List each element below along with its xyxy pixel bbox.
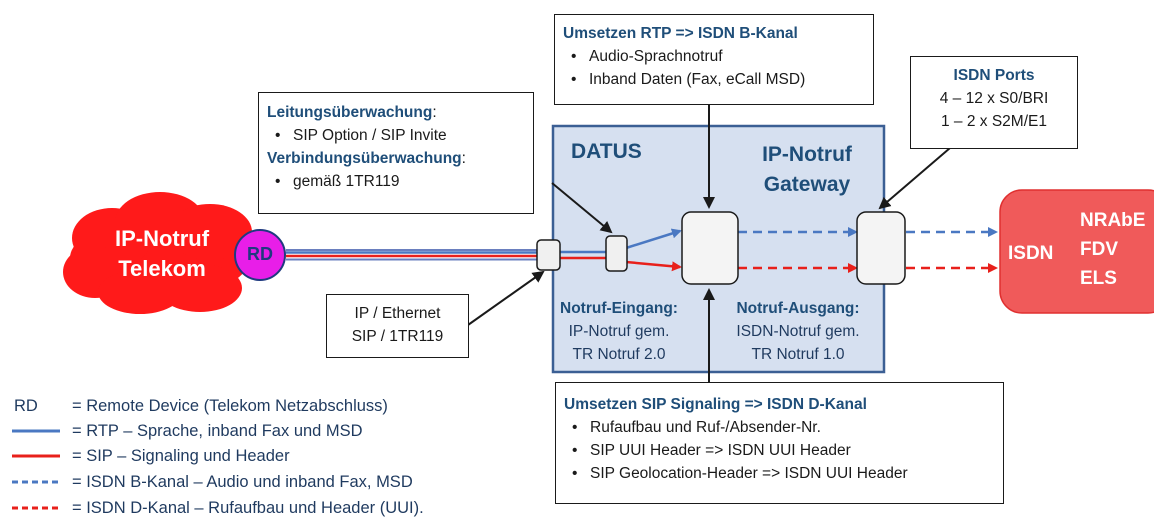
sip-arrow-to-converter [625, 260, 682, 272]
verbindung-title-colon: : [461, 150, 466, 167]
gateway-title-line1: IP-Notruf [762, 143, 852, 166]
legend-key-rd: RD [14, 397, 38, 415]
rtp-box-item: Inband Daten (Fax, eCall MSD) [563, 68, 865, 91]
destination-line3: ELS [1080, 268, 1117, 289]
gateway-title: IP-Notruf Gateway [742, 140, 872, 200]
callout-arrow-leitung [551, 182, 613, 234]
callout-ip-ethernet: IP / Ethernet SIP / 1TR119 [326, 294, 469, 358]
callout-umsetzen-sip: Umsetzen SIP Signaling => ISDN D-Kanal R… [555, 382, 1004, 504]
notruf-eingang-line2: TR Notruf 2.0 [572, 346, 666, 363]
callout-arrow-ethernet [467, 270, 545, 326]
legend-text-rd: = Remote Device (Telekom Netzabschluss) [72, 397, 388, 415]
leitung-title: Leitungsüberwachung [267, 104, 433, 121]
ethernet-node [536, 239, 561, 271]
rd-label: RD [247, 244, 273, 264]
telekom-cloud-label: IP-Notruf Telekom [92, 224, 232, 284]
sip-box-item: SIP Geolocation-Header => ISDN UUI Heade… [564, 462, 995, 485]
callout-leitungsueberwachung: Leitungsüberwachung: SIP Option / SIP In… [258, 92, 534, 214]
rd-circle [234, 229, 286, 281]
destination-line2: FDV [1080, 239, 1118, 260]
datus-title: DATUS [571, 140, 642, 163]
isdn-ports-line2: 1 – 2 x S2M/E1 [941, 113, 1047, 130]
isdn-ports-line1: 4 – 12 x S0/BRI [939, 90, 1049, 107]
rtp-box-title: Umsetzen RTP => ISDN B-Kanal [563, 25, 798, 42]
rtp-arrow-to-converter [625, 228, 682, 250]
telekom-cloud-line1: IP-Notruf [114, 226, 210, 251]
monitoring-node [605, 235, 628, 272]
telekom-cloud-line2: Telekom [118, 256, 206, 281]
legend-text-sip: = SIP – Signaling und Header [72, 447, 290, 465]
rtp-box-list: Audio-Sprachnotruf Inband Daten (Fax, eC… [563, 45, 865, 91]
notruf-ausgang-line2: TR Notruf 1.0 [751, 346, 845, 363]
callout-arrow-isdn-ports [878, 147, 951, 210]
verbindung-list: gemäß 1TR119 [267, 170, 525, 193]
destination-line1: NRAbE [1080, 210, 1146, 231]
notruf-ausgang-title: Notruf-Ausgang: [736, 300, 860, 317]
telekom-cloud [63, 192, 252, 314]
leitung-title-colon: : [432, 104, 437, 121]
verbindung-title: Verbindungsüberwachung [267, 150, 462, 167]
leitung-item: SIP Option / SIP Invite [267, 124, 525, 147]
isdn-port-node [856, 211, 906, 285]
sip-box-title: Umsetzen SIP Signaling => ISDN D-Kanal [564, 396, 867, 413]
callout-umsetzen-rtp: Umsetzen RTP => ISDN B-Kanal Audio-Sprac… [554, 14, 874, 105]
legend-text-isdn-b: = ISDN B-Kanal – Audio und inband Fax, M… [72, 473, 413, 491]
ip-ethernet-line1: IP / Ethernet [354, 305, 441, 322]
sip-box-item: SIP UUI Header => ISDN UUI Header [564, 439, 995, 462]
destination-isdn-label: ISDN [1008, 243, 1054, 264]
gateway-title-line2: Gateway [763, 173, 851, 196]
legend-text-rtp: = RTP – Sprache, inband Fax und MSD [72, 422, 363, 440]
legend-text-isdn-d: = ISDN D-Kanal – Rufaufbau und Header (U… [72, 499, 424, 517]
sip-box-item: Rufaufbau und Ruf-/Absender-Nr. [564, 416, 995, 439]
notruf-ausgang-line1: ISDN-Notruf gem. [736, 323, 860, 340]
callout-isdn-ports: ISDN Ports 4 – 12 x S0/BRI 1 – 2 x S2M/E… [910, 56, 1078, 149]
destination-lines: NRAbE FDV ELS [1080, 206, 1145, 293]
ip-ethernet-line2: SIP / 1TR119 [351, 328, 444, 345]
rtp-box-item: Audio-Sprachnotruf [563, 45, 865, 68]
isdn-ports-title: ISDN Ports [953, 67, 1035, 84]
ip-line-bundle [286, 249, 548, 261]
sip-box-list: Rufaufbau und Ruf-/Absender-Nr. SIP UUI … [564, 416, 995, 485]
rtp-sip-converter [681, 211, 739, 285]
notruf-eingang-line1: IP-Notruf gem. [568, 323, 670, 340]
destination-box [999, 189, 1154, 314]
leitung-list: SIP Option / SIP Invite [267, 124, 525, 147]
notruf-eingang-label: Notruf-Eingang: IP-Notruf gem. TR Notruf… [553, 297, 685, 366]
notruf-ausgang-label: Notruf-Ausgang: ISDN-Notruf gem. TR Notr… [722, 297, 874, 366]
verbindung-item: gemäß 1TR119 [267, 170, 525, 193]
notruf-eingang-title: Notruf-Eingang: [560, 300, 678, 317]
